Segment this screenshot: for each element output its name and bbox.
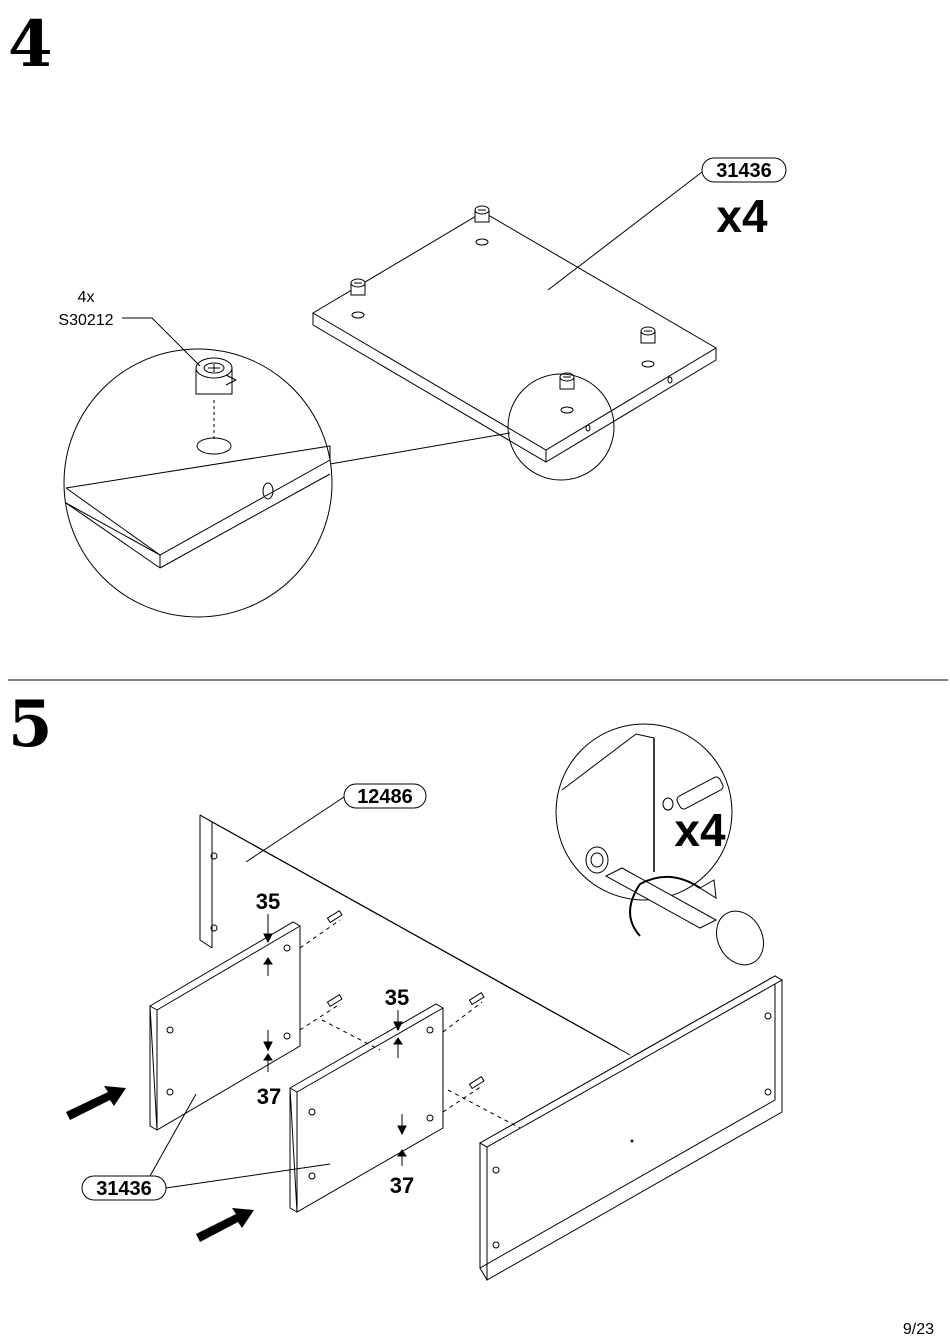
- step4-board: [313, 212, 716, 462]
- insert-arrow-icon: [196, 1208, 254, 1242]
- cam-lock-icon: [586, 847, 608, 873]
- cam-lock-icon: [475, 206, 489, 222]
- dimension-37-left: 37: [257, 1084, 281, 1109]
- part-label-31436: 31436: [716, 160, 772, 182]
- hardware-code: S30212: [58, 312, 113, 329]
- quantity-x4-step5: x4: [674, 804, 726, 856]
- hardware-quantity: 4x: [78, 289, 95, 306]
- dimension-37-right: 37: [390, 1173, 414, 1198]
- step-5-number: 5: [8, 687, 53, 762]
- cam-lock-icon: [196, 358, 236, 394]
- cam-lock-icon: [351, 279, 365, 295]
- step-4-number: 4: [8, 7, 53, 82]
- page-number: 9/23: [903, 1321, 934, 1338]
- side-panel-right: [480, 976, 782, 1280]
- part-label-12486: 12486: [357, 786, 413, 808]
- quantity-x4: x4: [716, 190, 768, 242]
- dimension-35-right: 35: [385, 985, 409, 1010]
- screwdriver-detail-view: x4: [556, 724, 732, 900]
- dimension-35-left: 35: [256, 889, 280, 914]
- insert-arrow-icon: [66, 1086, 126, 1120]
- shelf-panel-middle: [290, 1004, 443, 1212]
- cam-lock-icon: [641, 327, 655, 343]
- step4-detail-view: [64, 349, 332, 617]
- part-label-31436-step5: 31436: [96, 1178, 152, 1200]
